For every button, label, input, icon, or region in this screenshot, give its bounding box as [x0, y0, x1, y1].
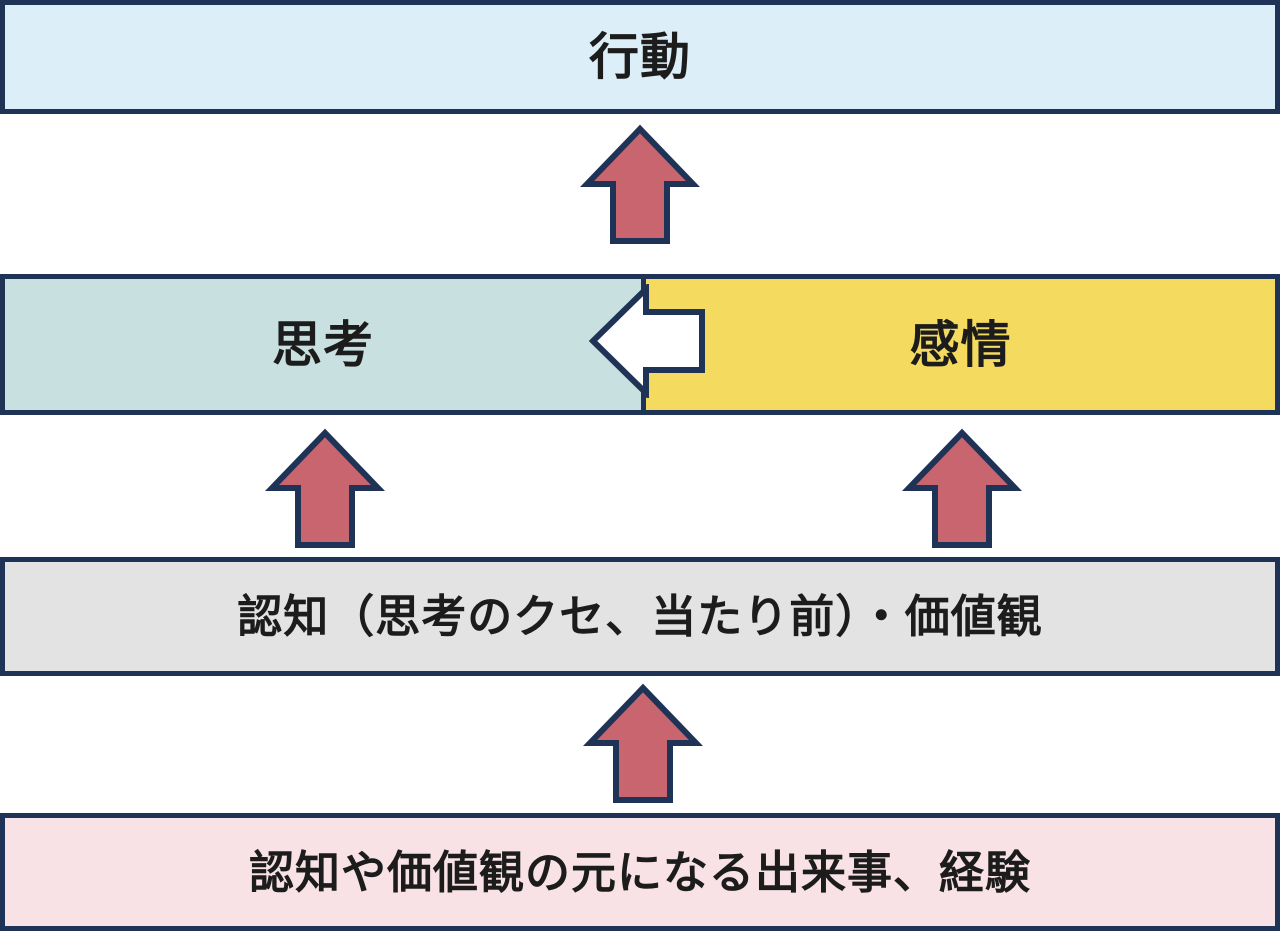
box-thinking: 思考 [0, 274, 646, 415]
box-cognition-label: 認知（思考のクセ、当たり前）・価値観 [237, 591, 1043, 642]
box-emotion: 感情 [641, 274, 1280, 415]
box-thinking-label: 思考 [272, 316, 374, 373]
box-action-label: 行動 [589, 29, 691, 85]
up-arrow-icon [583, 683, 703, 803]
left-arrow-icon [589, 284, 705, 398]
up-arrow-icon [902, 428, 1022, 548]
up-arrow-icon [580, 124, 700, 244]
box-experience: 認知や価値観の元になる出来事、経験 [0, 813, 1280, 931]
box-experience-label: 認知や価値観の元になる出来事、経験 [248, 846, 1031, 898]
box-action: 行動 [0, 0, 1280, 114]
box-cognition: 認知（思考のクセ、当たり前）・価値観 [0, 557, 1280, 676]
box-emotion-label: 感情 [909, 316, 1012, 373]
up-arrow-icon [265, 428, 385, 548]
